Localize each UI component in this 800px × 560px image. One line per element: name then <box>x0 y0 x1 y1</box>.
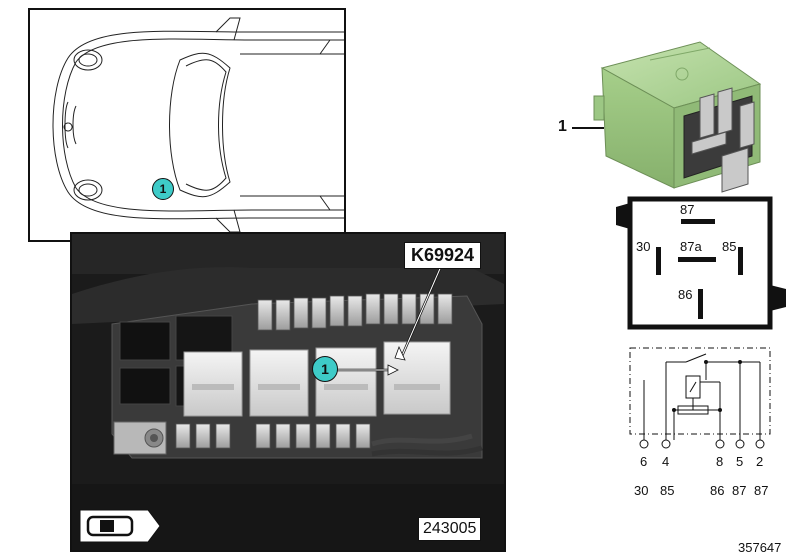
pin-number-5: 2 <box>756 454 764 469</box>
terminal-code-3: 86 <box>710 483 725 498</box>
vehicle-location-inset: 1 <box>28 8 346 242</box>
figure-number-label: 243005 <box>418 517 482 541</box>
location-callout-marker: 1 <box>152 178 174 200</box>
photo-callout-marker: 1 <box>312 356 338 382</box>
terminal-85-label: 85 <box>722 239 737 254</box>
pin-number-1: 6 <box>640 454 648 469</box>
relay-pin-layout: 87 30 87a 85 86 <box>616 195 786 335</box>
terminal-86-blade <box>698 289 703 319</box>
part-number-label: K69924 <box>404 242 482 269</box>
relay-image <box>590 38 790 198</box>
fuse-box-illustration <box>72 234 504 550</box>
pin-number-2: 4 <box>662 454 670 469</box>
terminal-85-blade <box>738 247 743 275</box>
terminal-87a-blade <box>678 257 716 262</box>
fuse-box-photo: 1 <box>70 232 506 552</box>
terminal-87a-label: 87a <box>680 239 702 254</box>
relay-item-label: 1 <box>558 118 567 135</box>
terminal-code-2: 85 <box>660 483 675 498</box>
drawing-number: 357647 <box>738 540 782 555</box>
relay-leader-line <box>572 127 604 129</box>
car-top-view-outline <box>52 17 344 233</box>
terminal-30-blade <box>656 247 661 275</box>
terminal-30-label: 30 <box>636 239 651 254</box>
relay-schematic: 6 4 8 5 2 30 85 86 87 87 <box>620 340 780 500</box>
terminal-code-5: 87 <box>754 483 769 498</box>
terminal-code-1: 30 <box>634 483 649 498</box>
terminal-87-blade <box>681 219 715 224</box>
pin-number-4: 5 <box>736 454 744 469</box>
pin-number-3: 8 <box>716 454 724 469</box>
terminal-86-label: 86 <box>678 287 693 302</box>
terminal-87-label: 87 <box>680 202 695 217</box>
terminal-code-4: 87 <box>732 483 747 498</box>
